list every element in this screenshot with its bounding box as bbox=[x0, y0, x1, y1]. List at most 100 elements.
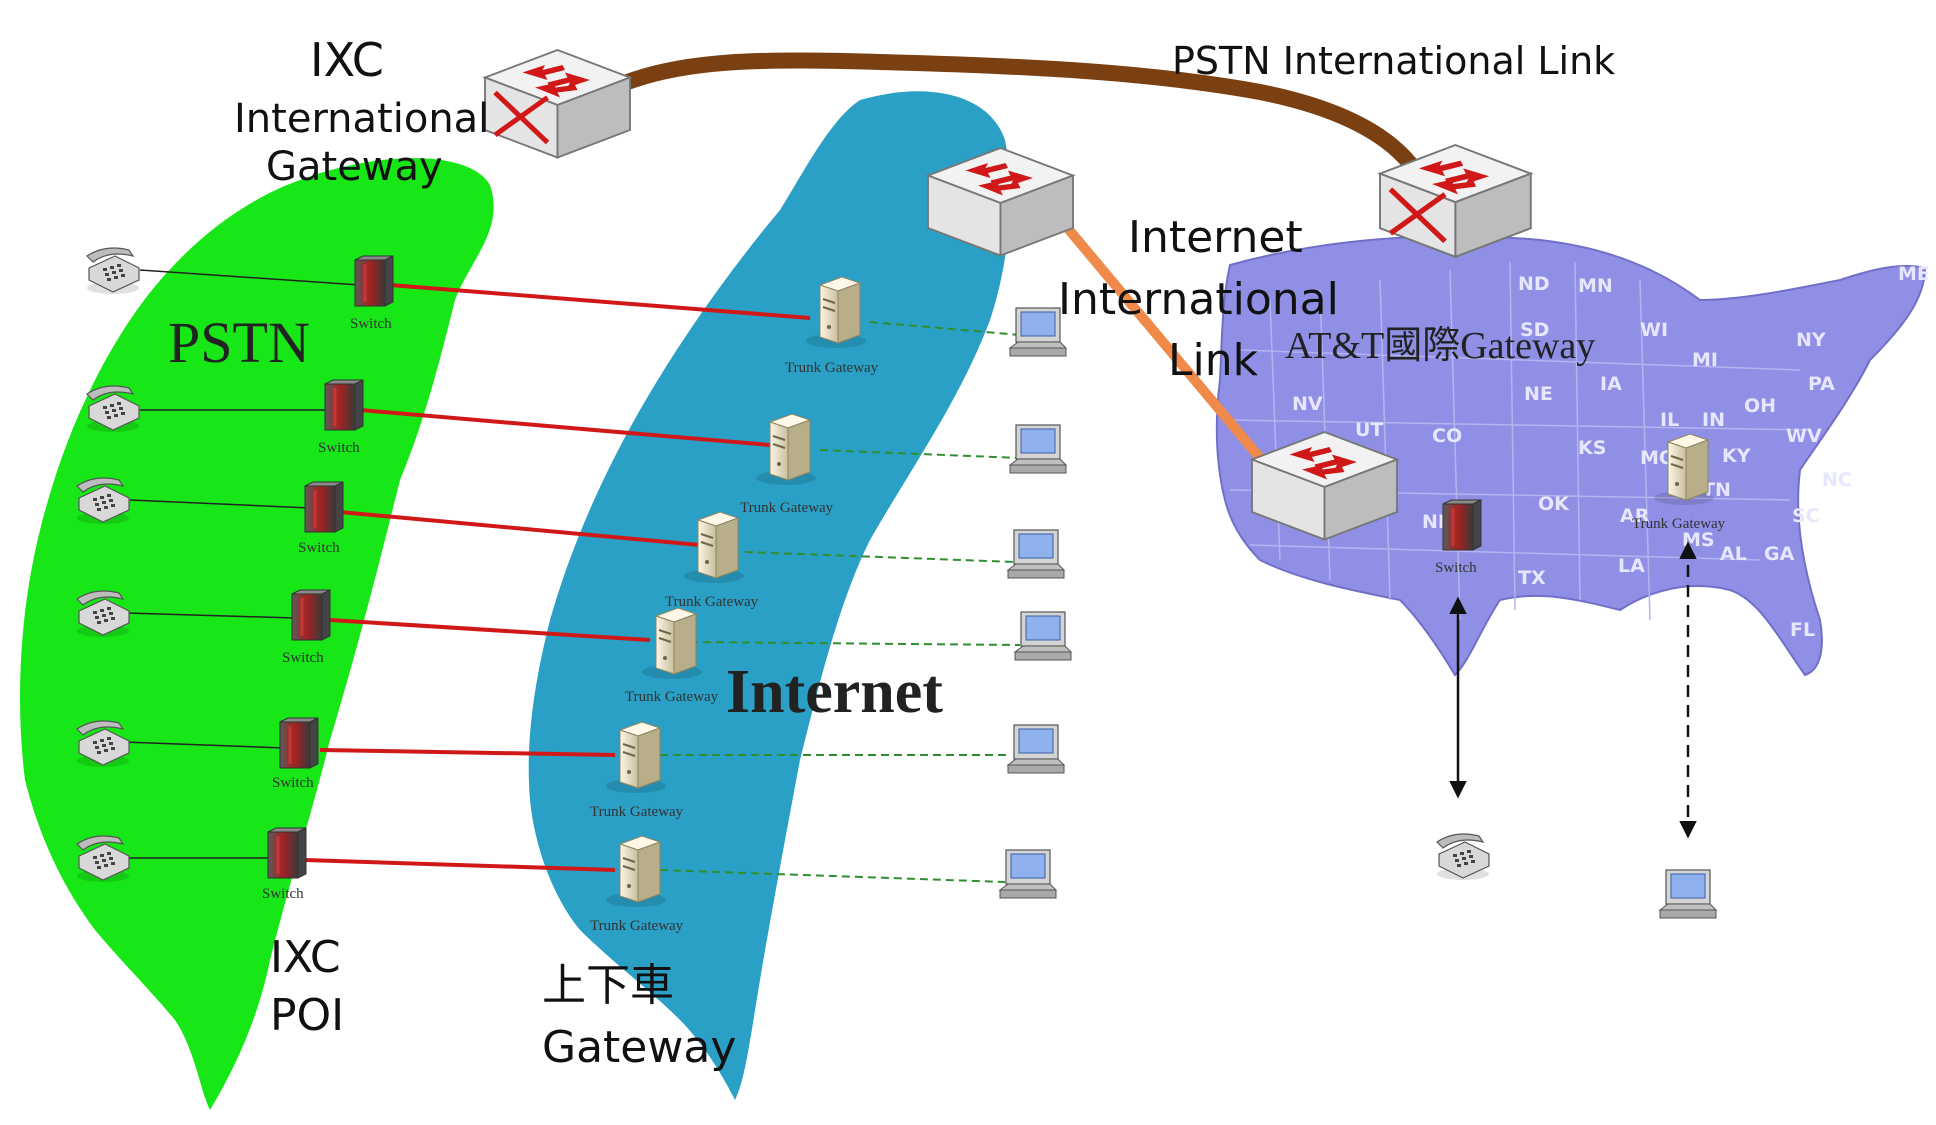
state-label: WV bbox=[1786, 425, 1822, 447]
state-label: MO bbox=[1640, 447, 1675, 469]
svg-text:Trunk Gateway: Trunk Gateway bbox=[590, 918, 684, 934]
computer-icon bbox=[1014, 611, 1072, 661]
state-label: KS bbox=[1578, 437, 1606, 459]
state-label: FL bbox=[1790, 619, 1815, 641]
svg-text:International: International bbox=[1058, 274, 1339, 325]
state-label: NC bbox=[1822, 469, 1852, 491]
ixc-poi-label: IXC POI bbox=[270, 932, 344, 1041]
computer-icon bbox=[999, 849, 1057, 899]
switch-node: Switch bbox=[262, 826, 308, 902]
telephone-icon bbox=[1436, 833, 1490, 881]
svg-text:Switch: Switch bbox=[282, 650, 324, 666]
svg-text:Trunk Gateway: Trunk Gateway bbox=[590, 804, 684, 820]
svg-text:Switch: Switch bbox=[262, 886, 304, 902]
ixc-international-gateway-router bbox=[485, 50, 630, 158]
svg-text:Trunk Gateway: Trunk Gateway bbox=[785, 360, 879, 376]
state-label: KY bbox=[1722, 445, 1751, 467]
lan-lines bbox=[659, 321, 1021, 883]
svg-text:Trunk Gateway: Trunk Gateway bbox=[1632, 516, 1726, 532]
state-label: SD bbox=[1520, 319, 1549, 341]
svg-text:上下車: 上下車 bbox=[542, 960, 674, 1011]
us-switch-node: Switch bbox=[1435, 498, 1483, 576]
switch-node: Switch bbox=[282, 588, 332, 666]
svg-text:POI: POI bbox=[270, 990, 344, 1041]
computer-icon bbox=[1007, 529, 1065, 579]
trunk-line bbox=[389, 283, 811, 320]
svg-text:Gateway: Gateway bbox=[542, 1022, 736, 1073]
us-trunk-gateway-node: Trunk Gateway bbox=[1632, 433, 1726, 532]
phone-line bbox=[129, 499, 311, 509]
state-label: ND bbox=[1518, 273, 1550, 295]
state-label: NY bbox=[1796, 329, 1826, 351]
telephone-icon bbox=[86, 247, 140, 295]
state-label: MI bbox=[1692, 349, 1718, 371]
pstn-island bbox=[20, 158, 494, 1111]
state-label: UT bbox=[1355, 419, 1383, 441]
trunk-line bbox=[304, 858, 616, 872]
state-label: NV bbox=[1292, 393, 1323, 415]
svg-text:International: International bbox=[234, 96, 489, 142]
trunk-gateway-node: Trunk Gateway bbox=[740, 413, 834, 516]
switch-node: Switch bbox=[298, 480, 345, 556]
state-label: PA bbox=[1808, 373, 1835, 395]
lan-line bbox=[744, 551, 1016, 563]
state-label: IA bbox=[1600, 373, 1622, 395]
switch-node: Switch bbox=[350, 254, 395, 332]
svg-text:Switch: Switch bbox=[318, 440, 360, 456]
svg-text:Trunk Gateway: Trunk Gateway bbox=[625, 689, 719, 705]
switch-node: Switch bbox=[272, 716, 320, 791]
phone-line bbox=[139, 269, 361, 286]
trunk-line bbox=[329, 618, 651, 642]
trunk-gateway-node: Trunk Gateway bbox=[785, 276, 879, 376]
ixc-international-gateway-label: IXC International Gateway bbox=[234, 33, 489, 190]
state-label: IN bbox=[1702, 409, 1725, 431]
svg-text:Gateway: Gateway bbox=[266, 144, 443, 190]
internet-international-link bbox=[1060, 220, 1275, 475]
svg-text:Internet: Internet bbox=[1128, 212, 1303, 263]
phone-line bbox=[124, 741, 286, 749]
phone-line bbox=[124, 612, 296, 619]
svg-text:Trunk Gateway: Trunk Gateway bbox=[740, 500, 834, 516]
trunk-gateway-node: Trunk Gateway bbox=[625, 607, 719, 705]
state-label: LA bbox=[1618, 555, 1645, 577]
computer-icon bbox=[1007, 724, 1065, 774]
lan-line bbox=[689, 641, 1021, 646]
internet-label: Internet bbox=[726, 658, 943, 726]
trunk-line bbox=[359, 408, 771, 447]
state-label: GA bbox=[1764, 543, 1795, 565]
lan-line bbox=[819, 449, 1021, 459]
svg-text:IXC: IXC bbox=[310, 33, 384, 87]
att-international-gateway-label: AT&T國際Gateway bbox=[1285, 325, 1595, 367]
pstn-label: PSTN bbox=[168, 310, 310, 375]
phone-lines bbox=[124, 269, 361, 859]
pstn-international-link-label: PSTN International Link bbox=[1172, 39, 1615, 83]
trunk-gateway-node: Trunk Gateway bbox=[665, 511, 759, 610]
lan-line bbox=[659, 869, 1006, 883]
switch-node: Switch bbox=[318, 378, 365, 456]
state-label: SC bbox=[1792, 505, 1820, 527]
svg-text:Switch: Switch bbox=[1435, 560, 1477, 576]
state-label: MN bbox=[1578, 275, 1613, 297]
state-label: OK bbox=[1538, 493, 1570, 515]
state-label: IL bbox=[1660, 409, 1679, 431]
computer-icon bbox=[1659, 869, 1717, 919]
svg-text:Trunk Gateway: Trunk Gateway bbox=[665, 594, 759, 610]
state-label: ME bbox=[1898, 263, 1930, 285]
usa-map bbox=[1215, 235, 1927, 677]
internet-international-link-label: Internet International Link bbox=[1058, 212, 1339, 386]
state-label: AL bbox=[1720, 543, 1747, 565]
trunk-line bbox=[339, 510, 701, 547]
svg-text:Switch: Switch bbox=[298, 540, 340, 556]
trunk-gateway-node: Trunk Gateway bbox=[590, 835, 684, 934]
svg-text:IXC: IXC bbox=[270, 932, 341, 983]
state-label: AR bbox=[1620, 505, 1650, 527]
trunk-gateway-label: 上下車 Gateway bbox=[542, 960, 736, 1073]
pstn-international-link bbox=[612, 52, 1423, 178]
state-label: NE bbox=[1524, 383, 1553, 405]
svg-text:Link: Link bbox=[1168, 335, 1259, 386]
state-label: WI bbox=[1640, 319, 1668, 341]
computer-icon bbox=[1009, 424, 1067, 474]
trunk-lines bbox=[304, 283, 811, 872]
state-label: CO bbox=[1432, 425, 1462, 447]
